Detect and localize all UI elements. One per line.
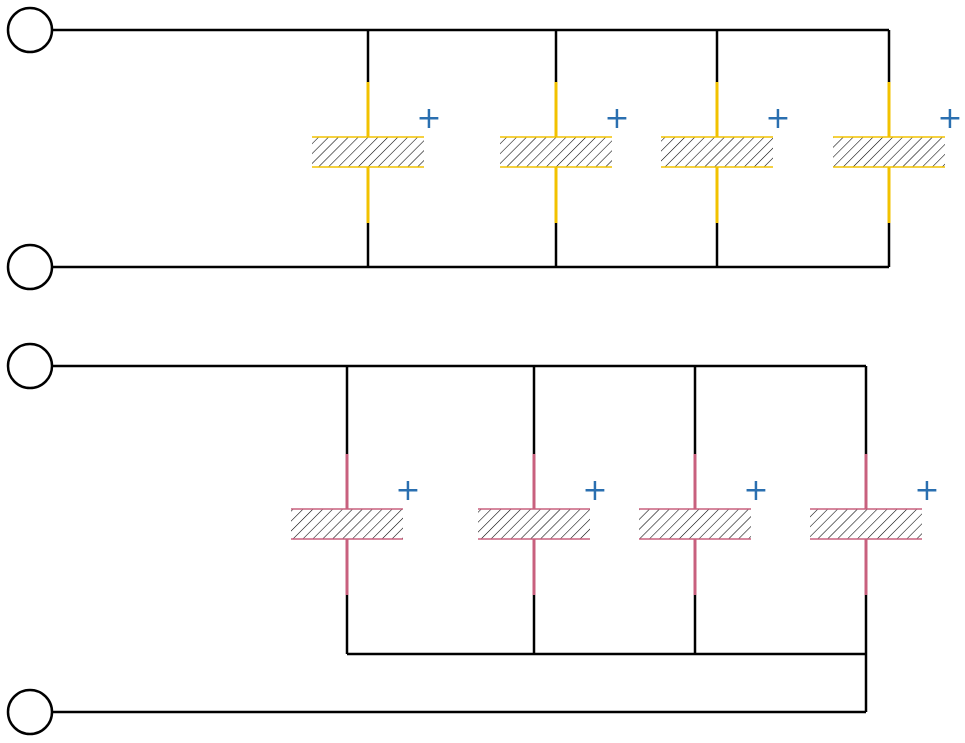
- capacitor-bottom-3-body: [810, 509, 922, 539]
- capacitor-top-1-body: [500, 137, 612, 167]
- capacitor-top-0-body: [312, 137, 424, 167]
- capacitor-bottom-2-body: [639, 509, 751, 539]
- capacitor-top-3-body: [833, 137, 945, 167]
- capacitor-top-0-polarity-mark: +: [416, 101, 441, 136]
- capacitor-bottom-1-body: [478, 509, 590, 539]
- capacitor-bottom-1-polarity-mark: +: [582, 473, 607, 508]
- top-terminal-negative: [6, 243, 54, 291]
- capacitor-bottom-0-body: [291, 509, 403, 539]
- capacitor-bottom-2-polarity-mark: +: [743, 473, 768, 508]
- bottom-terminal-negative: [6, 688, 54, 736]
- capacitor-top-3-polarity-mark: +: [937, 101, 962, 136]
- capacitor-bottom-0-polarity-mark: +: [395, 473, 420, 508]
- bottom-terminal-positive: [6, 342, 54, 390]
- capacitor-bottom-3-polarity-mark: +: [914, 473, 939, 508]
- circuit-top: + + + +: [52, 28, 963, 269]
- top-terminal-positive: [6, 6, 54, 54]
- capacitor-top-1-polarity-mark: +: [604, 101, 629, 136]
- circuit-bottom: + + + +: [52, 364, 940, 714]
- capacitor-top-2-polarity-mark: +: [765, 101, 790, 136]
- capacitor-top-2-body: [661, 137, 773, 167]
